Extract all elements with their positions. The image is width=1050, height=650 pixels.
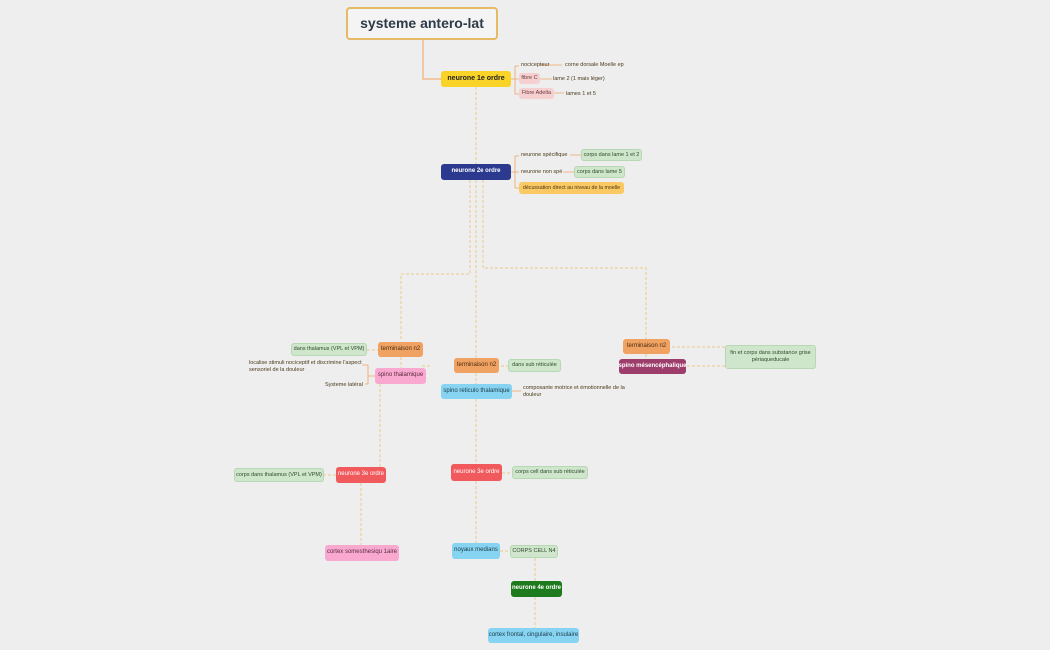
node-spino-thalamique[interactable]: spino thalamique xyxy=(375,368,426,384)
node-fin-et-corps-substance-grise[interactable]: fin et corps dans substance grise périaq… xyxy=(725,345,816,369)
node-neurone-4e-ordre[interactable]: neurone 4e ordre xyxy=(511,581,562,597)
node-lame-2[interactable]: lame 2 (1 mais léger) xyxy=(553,76,605,82)
node-neurone-2e-ordre[interactable]: neurone 2e ordre xyxy=(441,164,511,180)
node-corps-cell-n4[interactable]: CORPS CELL N4 xyxy=(510,545,558,558)
node-neurone-specifique[interactable]: neurone spécifique xyxy=(521,152,568,158)
node-corps-dans-thalamus[interactable]: corps dans thalamus (VPL et VPM) xyxy=(234,468,324,482)
node-terminaison-n2-mid[interactable]: terminaison n2 xyxy=(454,358,499,373)
node-corne-dorsale[interactable]: corne dorsale Moelle ep xyxy=(565,62,624,68)
node-dans-sub-reticulee[interactable]: dans sub réticulée xyxy=(508,359,561,372)
node-neurone-1e-ordre[interactable]: neurone 1e ordre xyxy=(441,71,511,87)
node-neurone-3e-ordre-left[interactable]: neurone 3e ordre xyxy=(336,467,386,483)
root-node-title[interactable]: systeme antero-lat xyxy=(346,7,498,40)
node-fibre-c[interactable]: fibre C xyxy=(519,73,540,84)
node-nocicepteur[interactable]: nocicepteur xyxy=(521,62,550,68)
node-neurone-3e-ordre-mid[interactable]: neurone 3e ordre xyxy=(451,464,502,481)
node-neurone-non-spe[interactable]: neurone non spé xyxy=(521,169,563,175)
node-localise-stimuli[interactable]: localise stimuli nociceptif et discrimin… xyxy=(249,360,362,373)
node-noyaux-medians[interactable]: noyaux medians xyxy=(452,543,500,559)
node-spino-reticulo-thalamique[interactable]: spino reticulo thalamique xyxy=(441,384,512,399)
node-fibre-adelta[interactable]: Fibre Adelta xyxy=(519,88,554,99)
node-cortex-somesthesiqu[interactable]: cortex somesthesiqu 1aire xyxy=(325,545,399,561)
node-cortex-frontal[interactable]: cortex frontal, cingulaire, insulaire xyxy=(488,628,579,643)
node-corps-lame-1-2[interactable]: corps dans lame 1 et 2 xyxy=(581,149,642,161)
node-composante-motrice[interactable]: composante motrice et émotionnelle de la… xyxy=(523,385,625,398)
node-systeme-lateral[interactable]: Systeme latéral xyxy=(325,382,363,388)
node-lames-1-5[interactable]: lames 1 et 5 xyxy=(566,91,596,97)
node-dans-thalamus[interactable]: dans thalamus (VPL et VPM) xyxy=(291,343,367,356)
node-terminaison-n2-left[interactable]: terminaison n2 xyxy=(378,342,423,357)
node-decussation[interactable]: décussation direct au niveau de la moell… xyxy=(519,182,624,194)
node-corps-cell-sub-reticulee[interactable]: corps cell dans sub réticulée xyxy=(512,466,588,479)
node-corps-lame-5[interactable]: corps dans lame 5 xyxy=(574,166,625,178)
node-terminaison-n2-right[interactable]: terminaison n2 xyxy=(623,339,670,354)
node-spino-mesencephalique[interactable]: spino mésencéphalique xyxy=(618,359,687,374)
